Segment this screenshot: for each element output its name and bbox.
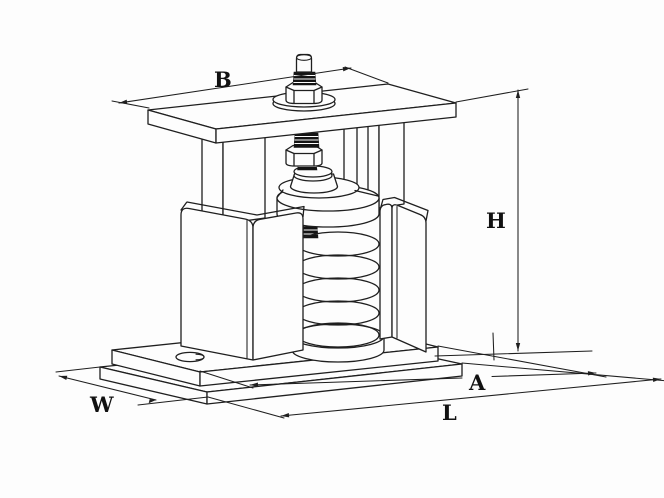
leveling-bolt-assembly (272, 53, 336, 112)
dimension-L (207, 362, 664, 419)
mounting-slot (175, 351, 205, 363)
label-base-length: L (442, 400, 457, 425)
dimension-A (199, 345, 607, 389)
inner-bolt-assembly (285, 132, 333, 182)
bolt-stud (295, 53, 313, 73)
dimension-H (434, 88, 593, 361)
label-bolt-spacing: A (468, 370, 486, 395)
label-height: H (486, 208, 506, 233)
dimension-B (111, 66, 389, 109)
dimension-W (55, 366, 209, 406)
spring-seat (291, 323, 385, 363)
label-base-depth: W (89, 392, 114, 417)
left-channel-guard (180, 201, 305, 361)
right-channel-guard (379, 196, 429, 353)
label-top-width: B (214, 67, 232, 92)
